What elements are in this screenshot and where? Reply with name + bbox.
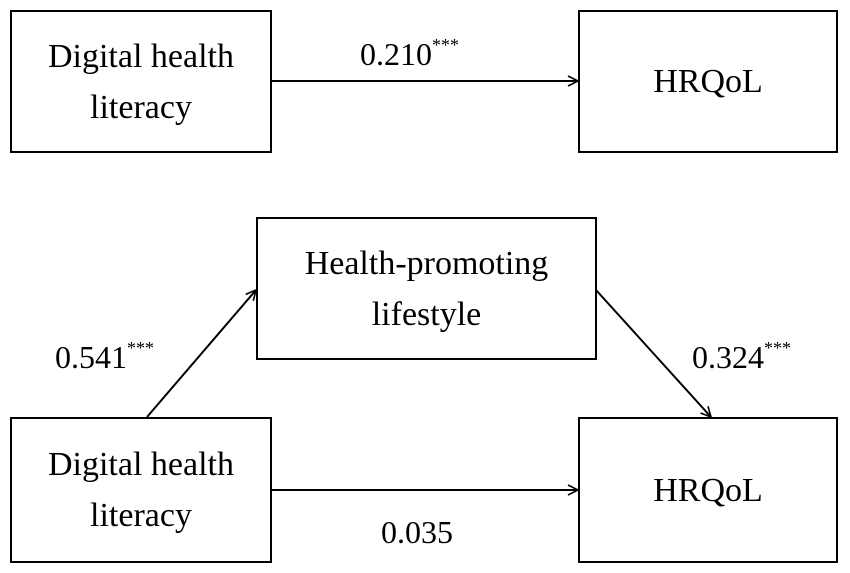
bottom-path-b-value: 0.324	[692, 339, 764, 375]
bottom-path-b-significance: ***	[764, 338, 791, 358]
bottom-mediator-box: Health-promoting lifestyle	[256, 217, 597, 360]
bottom-direct-effect-value: 0.035	[381, 514, 453, 550]
bottom-mediator-label-line2: lifestyle	[371, 295, 482, 333]
top-path-value: 0.210	[360, 36, 432, 72]
top-predictor-label-line2: literacy	[90, 88, 192, 126]
top-outcome-label: HRQoL	[653, 63, 763, 100]
bottom-path-a-value: 0.541	[55, 339, 127, 375]
bottom-predictor-label-line2: literacy	[90, 497, 192, 534]
top-path-significance: ***	[432, 35, 459, 55]
bottom-outcome-box: HRQoL	[578, 417, 838, 563]
bottom-path-a-arrow	[146, 290, 256, 418]
top-outcome-box: HRQoL	[578, 10, 838, 153]
bottom-outcome-label: HRQoL	[653, 471, 763, 509]
top-predictor-label-line1: Digital health	[47, 37, 234, 75]
top-predictor-box: Digital health literacy	[10, 10, 272, 153]
bottom-predictor-box: Digital health literacy	[10, 417, 272, 563]
bottom-path-a-coefficient: 0.541***	[55, 338, 154, 375]
bottom-path-b-arrow	[595, 289, 711, 417]
top-path-coefficient: 0.210***	[360, 35, 459, 72]
bottom-path-a-significance: ***	[127, 338, 154, 358]
bottom-direct-effect-coefficient: 0.035	[381, 516, 453, 548]
bottom-mediator-label-line1: Health-promoting	[304, 244, 549, 282]
bottom-path-b-coefficient: 0.324***	[692, 338, 791, 375]
bottom-predictor-label-line1: Digital health	[47, 446, 234, 483]
